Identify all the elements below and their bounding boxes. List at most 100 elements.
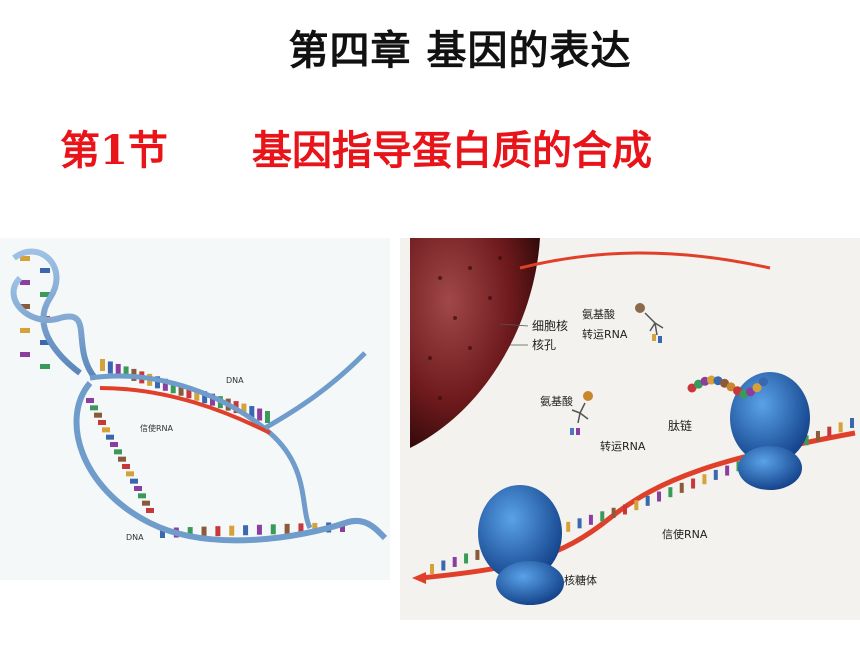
base-tick: [100, 359, 105, 371]
base-tick: [138, 493, 146, 499]
dna-helix-strand-b: [10, 275, 98, 380]
base-tick: [850, 418, 854, 428]
base-tick: [90, 405, 98, 411]
label-amino-acid-2: 氨基酸: [540, 394, 573, 408]
base-tick: [634, 500, 639, 511]
base-tick: [20, 280, 30, 285]
base-tick: [146, 508, 154, 513]
base-tick: [86, 398, 94, 403]
mrna-strand: [99, 386, 271, 435]
base-tick: [241, 403, 247, 416]
dna-helix-right: [263, 351, 367, 431]
base-tick: [40, 364, 50, 369]
base-tick: [622, 504, 627, 515]
dna-template-strand: [89, 373, 313, 530]
amino-acid-bead: [707, 375, 716, 385]
base-tick: [107, 361, 113, 374]
base-tick: [270, 524, 276, 535]
ribosome-1: [478, 485, 564, 605]
base-tick: [257, 408, 263, 421]
base-tick: [123, 366, 129, 379]
base-tick: [611, 507, 616, 518]
base-tick: [155, 376, 160, 389]
base-tick: [160, 528, 165, 538]
base-tick: [202, 391, 208, 404]
base-tick: [815, 430, 820, 441]
base-tick: [577, 518, 582, 529]
base-tick: [40, 268, 50, 273]
translation-diagram: 细胞核 核孔 氨基酸 转运RNA 氨基酸 转运RNA 肽链 信使RNA 核糖体: [400, 238, 860, 620]
base-tick: [475, 549, 480, 560]
base-tick: [134, 486, 142, 491]
base-tick: [194, 388, 200, 401]
mrna-arrowhead: [412, 572, 426, 584]
base-tick: [126, 471, 134, 477]
base-tick: [20, 352, 30, 357]
amino-acid-bead: [759, 377, 768, 387]
base-tick: [645, 495, 650, 506]
base-tick: [657, 491, 662, 502]
base-tick: [452, 556, 457, 567]
base-tick: [20, 304, 30, 309]
base-tick: [210, 393, 215, 406]
base-tick: [229, 525, 235, 536]
base-tick: [464, 553, 469, 564]
label-nuclear-pore: 核孔: [532, 338, 556, 352]
chapter-title: 第四章 基因的表达: [288, 27, 632, 74]
transcription-illustration: DNA 信使RNA DNA: [10, 248, 388, 544]
base-tick: [178, 383, 184, 396]
mrna-exiting-nucleus: [519, 251, 771, 270]
base-tick: [702, 474, 707, 485]
base-tick: [122, 464, 130, 469]
peptide-chain: [687, 375, 768, 399]
translation-illustration: 细胞核 核孔 氨基酸 转运RNA 氨基酸 转运RNA 肽链 信使RNA 核糖体: [410, 238, 856, 605]
base-tick: [600, 511, 605, 522]
label-mrna-left: 信使RNA: [140, 423, 174, 433]
base-tick: [312, 522, 318, 533]
base-tick: [340, 522, 345, 532]
base-tick: [98, 420, 106, 425]
dna-coding-strand: [73, 381, 388, 544]
base-tick: [106, 434, 114, 440]
base-tick: [566, 521, 571, 532]
base-tick: [441, 560, 446, 571]
base-tick: [110, 442, 118, 447]
label-mrna-right: 信使RNA: [662, 528, 708, 541]
base-tick: [102, 427, 110, 433]
base-tick: [115, 363, 121, 376]
base-tick: [215, 526, 221, 537]
base-tick: [130, 478, 138, 484]
base-tick: [298, 523, 304, 534]
label-dna-top: DNA: [226, 376, 244, 385]
base-tick: [265, 411, 270, 423]
label-dna-bottom: DNA: [126, 533, 144, 542]
transcription-diagram: DNA 信使RNA DNA: [0, 238, 390, 580]
amino-acid-bead: [746, 387, 755, 397]
trna-free-2: [570, 391, 593, 435]
base-tick: [713, 469, 718, 480]
label-trna-2: 转运RNA: [600, 439, 646, 453]
base-tick: [691, 478, 696, 489]
base-tick: [142, 500, 150, 506]
label-trna-1: 转运RNA: [582, 327, 628, 341]
label-amino-acid-1: 氨基酸: [582, 307, 615, 321]
amino-acid-bead: [752, 383, 762, 393]
label-nucleus: 细胞核: [532, 319, 568, 333]
base-tick: [114, 449, 122, 455]
base-tick: [118, 456, 126, 462]
base-tick: [588, 514, 593, 525]
base-tick: [256, 524, 262, 535]
base-tick: [162, 378, 168, 391]
dna-base-pairs: [20, 256, 345, 538]
base-tick: [668, 487, 673, 498]
dna-helix-strand-a: [12, 248, 82, 376]
base-tick: [40, 340, 50, 345]
base-tick: [187, 527, 193, 538]
base-tick: [827, 426, 832, 437]
ribosome-2: [730, 372, 810, 490]
base-tick: [249, 406, 255, 419]
base-tick: [186, 386, 192, 399]
base-tick: [838, 422, 843, 433]
label-peptide: 肽链: [668, 418, 692, 433]
nucleus-texture: [428, 256, 502, 400]
